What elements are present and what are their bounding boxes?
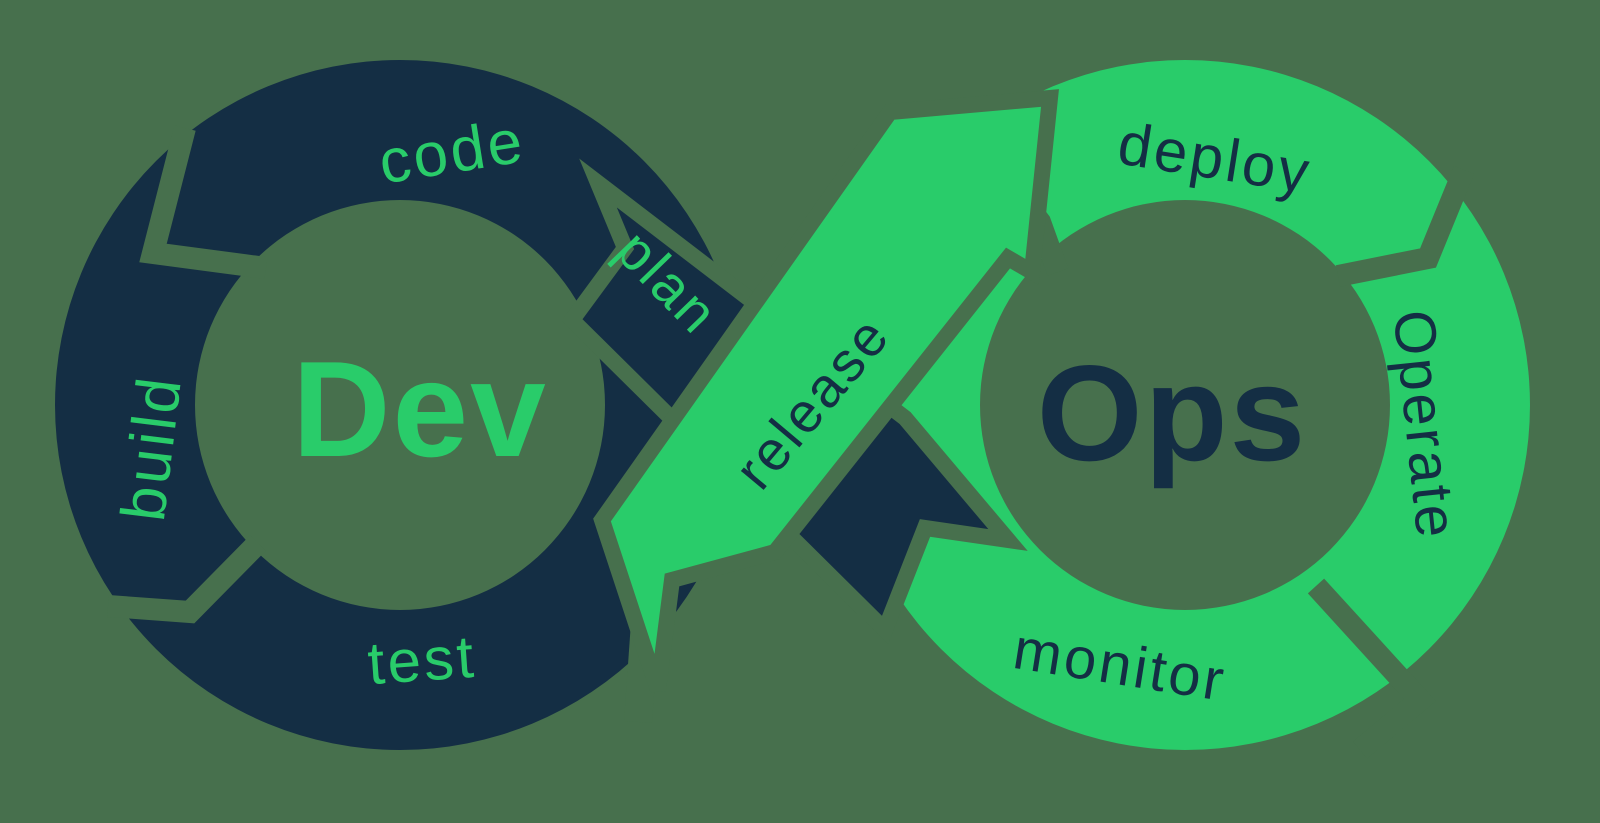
dev-ring-gap-top-left bbox=[139, 125, 268, 279]
stage-label-test: test bbox=[365, 622, 479, 698]
release-ribbon bbox=[593, 89, 1059, 693]
ops-ring-gap-operate-monitor bbox=[1307, 578, 1436, 759]
dev-ring-gap-bottom-left bbox=[107, 535, 266, 624]
dev-label: Dev bbox=[292, 333, 548, 485]
ops-label: Ops bbox=[1036, 337, 1308, 489]
ops-ring-gap-deploy-operate bbox=[1335, 165, 1475, 287]
